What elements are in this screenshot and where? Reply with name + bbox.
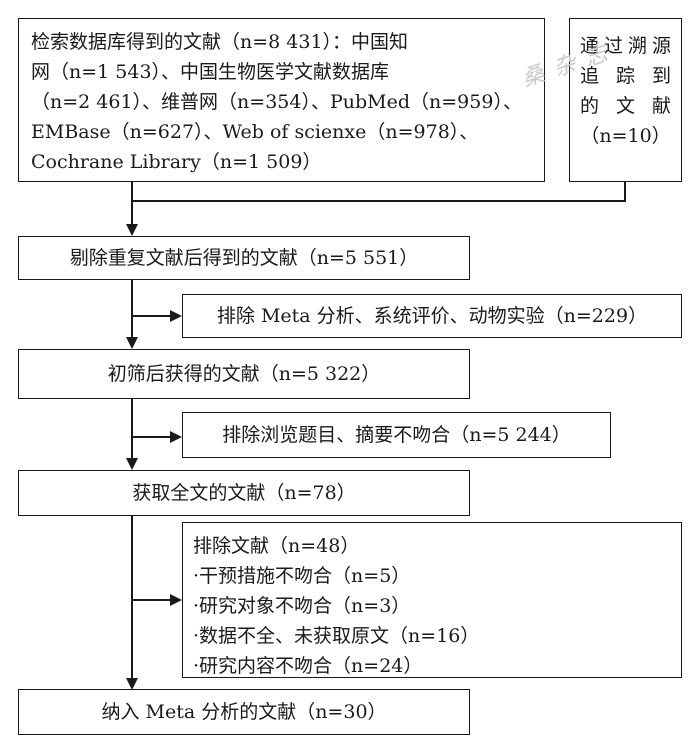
exclude-full-reason-1: ·干预措施不吻合（n=5） bbox=[193, 565, 411, 587]
exclude-full-reason-4: ·研究内容不吻合（n=24） bbox=[193, 655, 423, 677]
after-screen-label: 初筛后获得的文献（n=5 322） bbox=[107, 363, 381, 385]
database-search-line-4: EMBase（n=627）、Web of scienxe（n=978）、 bbox=[31, 121, 479, 143]
traced-records-box: 通过溯源 追 踪 到 的 文 献 （n=10） bbox=[569, 18, 682, 182]
fulltext-label: 获取全文的文献（n=78） bbox=[132, 482, 356, 504]
arrow-to-fulltext bbox=[126, 458, 138, 470]
exclude-full-box: 排除文献（n=48） ·干预措施不吻合（n=5） ·研究对象不吻合（n=3） ·… bbox=[182, 522, 682, 678]
exclude-title-label: 排除浏览题目、摘要不吻合（n=5 244） bbox=[222, 424, 571, 446]
arrow-to-dedup bbox=[126, 224, 138, 236]
included-label: 纳入 Meta 分析的文献（n=30） bbox=[101, 701, 387, 723]
arrow-exclude-meta bbox=[170, 310, 182, 322]
traced-line-4: （n=10） bbox=[580, 125, 671, 147]
database-search-box: 检索数据库得到的文献（n=8 431）：中国知 网（n=1 543）、中国生物医… bbox=[18, 18, 545, 182]
arrow-to-screen bbox=[126, 337, 138, 349]
database-search-line-1: 检索数据库得到的文献（n=8 431）：中国知 bbox=[31, 31, 409, 53]
branch-exclude-full bbox=[131, 599, 171, 601]
exclude-meta-box: 排除 Meta 分析、系统评价、动物实验（n=229） bbox=[182, 294, 682, 338]
connector-right-down bbox=[624, 182, 626, 201]
trunk-3 bbox=[131, 516, 133, 679]
connector-merge bbox=[131, 200, 626, 202]
exclude-full-heading: 排除文献（n=48） bbox=[193, 535, 360, 557]
branch-exclude-meta bbox=[131, 315, 171, 317]
exclude-full-reason-2: ·研究对象不吻合（n=3） bbox=[193, 595, 411, 617]
exclude-meta-label: 排除 Meta 分析、系统评价、动物实验（n=229） bbox=[216, 305, 648, 327]
arrow-to-included bbox=[126, 678, 138, 690]
trunk-2 bbox=[131, 399, 133, 459]
included-box: 纳入 Meta 分析的文献（n=30） bbox=[18, 689, 470, 735]
after-screen-box: 初筛后获得的文献（n=5 322） bbox=[18, 349, 470, 399]
fulltext-box: 获取全文的文献（n=78） bbox=[18, 470, 470, 516]
traced-line-3: 的 文 献 bbox=[580, 95, 671, 117]
after-dedup-label: 剔除重复文献后得到的文献（n=5 551） bbox=[69, 247, 419, 269]
traced-line-2: 追 踪 到 bbox=[580, 65, 671, 87]
database-search-line-5: Cochrane Library（n=1 509） bbox=[31, 151, 322, 173]
trunk-1 bbox=[131, 280, 133, 338]
after-dedup-box: 剔除重复文献后得到的文献（n=5 551） bbox=[18, 236, 470, 280]
traced-line-1: 通过溯源 bbox=[580, 35, 671, 57]
exclude-title-box: 排除浏览题目、摘要不吻合（n=5 244） bbox=[182, 412, 611, 458]
database-search-line-2: 网（n=1 543）、中国生物医学文献数据库 bbox=[31, 61, 390, 83]
connector-left-down bbox=[131, 182, 133, 201]
exclude-full-reason-3: ·数据不全、未获取原文（n=16） bbox=[193, 625, 480, 647]
connector-to-dedup bbox=[131, 200, 133, 225]
arrow-exclude-full bbox=[170, 594, 182, 606]
arrow-exclude-title bbox=[170, 431, 182, 443]
database-search-line-3: （n=2 461）、维普网（n=354）、PubMed（n=959）、 bbox=[31, 91, 522, 113]
branch-exclude-title bbox=[131, 436, 171, 438]
